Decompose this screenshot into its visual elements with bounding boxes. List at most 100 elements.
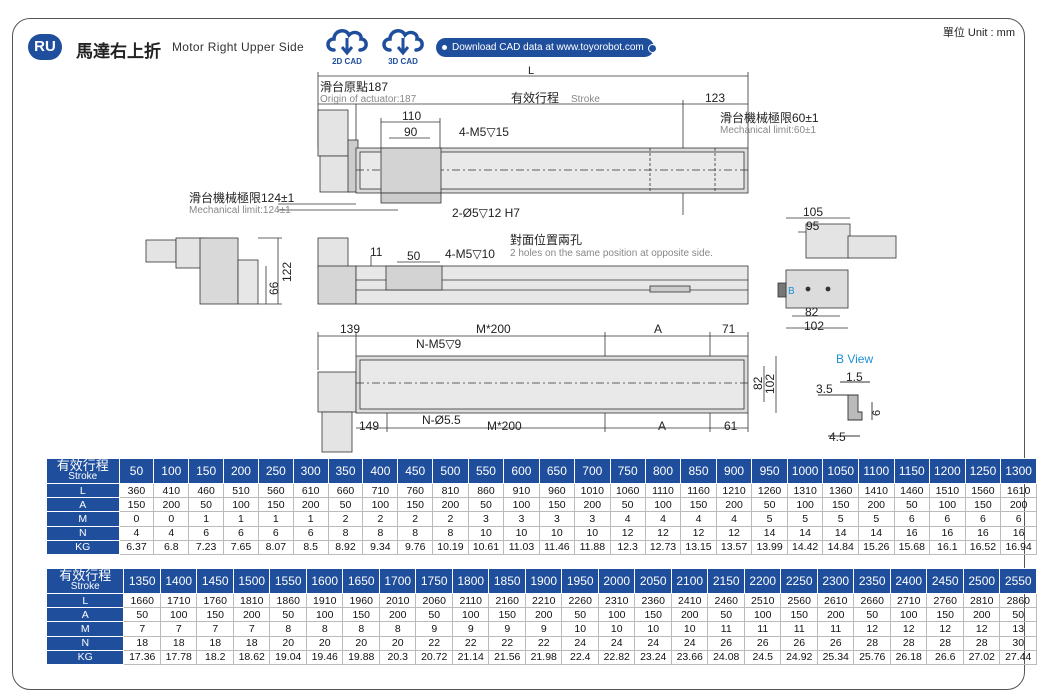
table-cell: 2210 — [524, 592, 563, 609]
dim-149: 149 — [359, 419, 379, 433]
stroke-header-cell: 400 — [362, 458, 399, 484]
mech-limit-left-en: Mechanical limit:124±1 — [189, 205, 291, 216]
stroke-header-cell: 1050 — [822, 458, 859, 484]
bottom-view — [317, 332, 777, 453]
table-cell: 8.92 — [327, 539, 364, 555]
stroke-header-cell: 1550 — [269, 568, 307, 594]
stroke-header-cell: 2350 — [853, 568, 891, 594]
table-cell: 24 — [634, 635, 672, 651]
table-cell: 7 — [196, 621, 234, 637]
table-cell: 13.99 — [751, 539, 788, 555]
table-cell: 11 — [707, 621, 745, 637]
table-cell: 26 — [707, 635, 745, 651]
table-cell: 1710 — [159, 592, 198, 609]
table-cell: 20 — [342, 635, 380, 651]
table-cell: 2660 — [853, 592, 891, 609]
table-cell: 1510 — [929, 482, 966, 499]
table-cell: 13.15 — [680, 539, 717, 555]
table-cell: 200 — [378, 607, 417, 623]
table-cell: 12 — [853, 621, 891, 637]
table-cell: 26 — [743, 635, 782, 651]
dim-122: 122 — [280, 262, 294, 282]
table-cell: 11.88 — [574, 539, 611, 555]
row-label: L — [45, 592, 125, 609]
stroke-header-cell: 650 — [538, 458, 576, 484]
table-cell: 19.88 — [342, 649, 380, 665]
table-cell: 2710 — [889, 592, 928, 609]
table-cell: 1910 — [305, 592, 344, 609]
table-cell: 10.61 — [467, 539, 505, 555]
table-cell: 7 — [159, 621, 198, 637]
table-cell: 150 — [397, 497, 434, 513]
table-cell: 100 — [644, 497, 682, 513]
table-cell: 100 — [159, 607, 198, 623]
table-cell: 460 — [188, 482, 225, 499]
table-cell: 200 — [858, 497, 895, 513]
cad-2d-button[interactable]: 2D CAD — [322, 24, 372, 66]
table-cell: 200 — [816, 607, 855, 623]
table-cell: 20.72 — [415, 649, 453, 665]
download-cad-link[interactable]: Download CAD data at www.toyorobot.com — [436, 38, 657, 57]
front-view — [145, 237, 749, 305]
stroke-header-cell: 300 — [292, 458, 329, 484]
table-cell: 11 — [816, 621, 855, 637]
table-cell: 2260 — [561, 592, 599, 609]
table-cell: 610 — [292, 482, 329, 499]
cloud-download-icon — [326, 29, 368, 56]
opposite-side-note: 對面位置兩孔 — [510, 232, 582, 247]
table-cell: 860 — [467, 482, 505, 499]
stroke-header-cell: 1000 — [786, 458, 824, 484]
table-cell: 0 — [153, 511, 190, 527]
stroke-label-cn: 有效行程 — [56, 458, 109, 473]
dim-A-bot: A — [658, 419, 666, 433]
table-cell: 30 — [999, 635, 1037, 651]
stroke-header-cell: 2100 — [670, 568, 709, 594]
cad-3d-button[interactable]: 3D CAD — [378, 24, 428, 66]
table-cell: 1610 — [1000, 482, 1037, 499]
table-cell: 8 — [327, 525, 364, 541]
stroke-header-cell: 2500 — [962, 568, 1001, 594]
table-cell: 200 — [153, 497, 190, 513]
stroke-header-cell: 350 — [327, 458, 364, 484]
table-cell: 1110 — [644, 482, 682, 499]
stroke-header-cell: 550 — [467, 458, 505, 484]
stroke-header-cell: 2400 — [889, 568, 928, 594]
table-cell: 16 — [893, 525, 931, 541]
table-cell: 150 — [257, 497, 294, 513]
table-cell: 3 — [538, 511, 576, 527]
table-cell: 1460 — [893, 482, 931, 499]
table-cell: 18 — [196, 635, 234, 651]
table-cell: 150 — [964, 497, 1002, 513]
table-cell: 1310 — [786, 482, 824, 499]
table-cell: 150 — [634, 607, 672, 623]
row-label: M — [46, 511, 120, 527]
dim-6: 6 — [871, 410, 883, 416]
table-cell: 12 — [962, 621, 1001, 637]
table-cell: 710 — [362, 482, 399, 499]
table-cell: 150 — [680, 497, 717, 513]
table-cell: 4 — [644, 511, 682, 527]
table-cell: 28 — [853, 635, 891, 651]
table-cell: 2560 — [780, 592, 818, 609]
table-cell: 1210 — [715, 482, 753, 499]
stroke-header-cell: 1850 — [488, 568, 526, 594]
table-cell: 22 — [451, 635, 490, 651]
table-cell: 6 — [893, 511, 931, 527]
table-cell: 6 — [929, 511, 966, 527]
table-cell: 25.76 — [853, 649, 891, 665]
stroke-header-cell: 50 — [118, 458, 155, 484]
table-cell: 11 — [780, 621, 818, 637]
table-cell: 12 — [609, 525, 646, 541]
page-subtitle: Motor Right Upper Side — [172, 40, 304, 54]
table-cell: 22 — [488, 635, 526, 651]
table-cell: 10 — [503, 525, 540, 541]
table-cell: 1810 — [232, 592, 271, 609]
table-cell: 22.4 — [561, 649, 599, 665]
table-cell: 22.82 — [597, 649, 636, 665]
dim-139: 139 — [340, 322, 360, 336]
stroke-header-cell: 2300 — [816, 568, 855, 594]
dim-102-side: 102 — [763, 374, 777, 394]
table-cell: 12.73 — [644, 539, 682, 555]
